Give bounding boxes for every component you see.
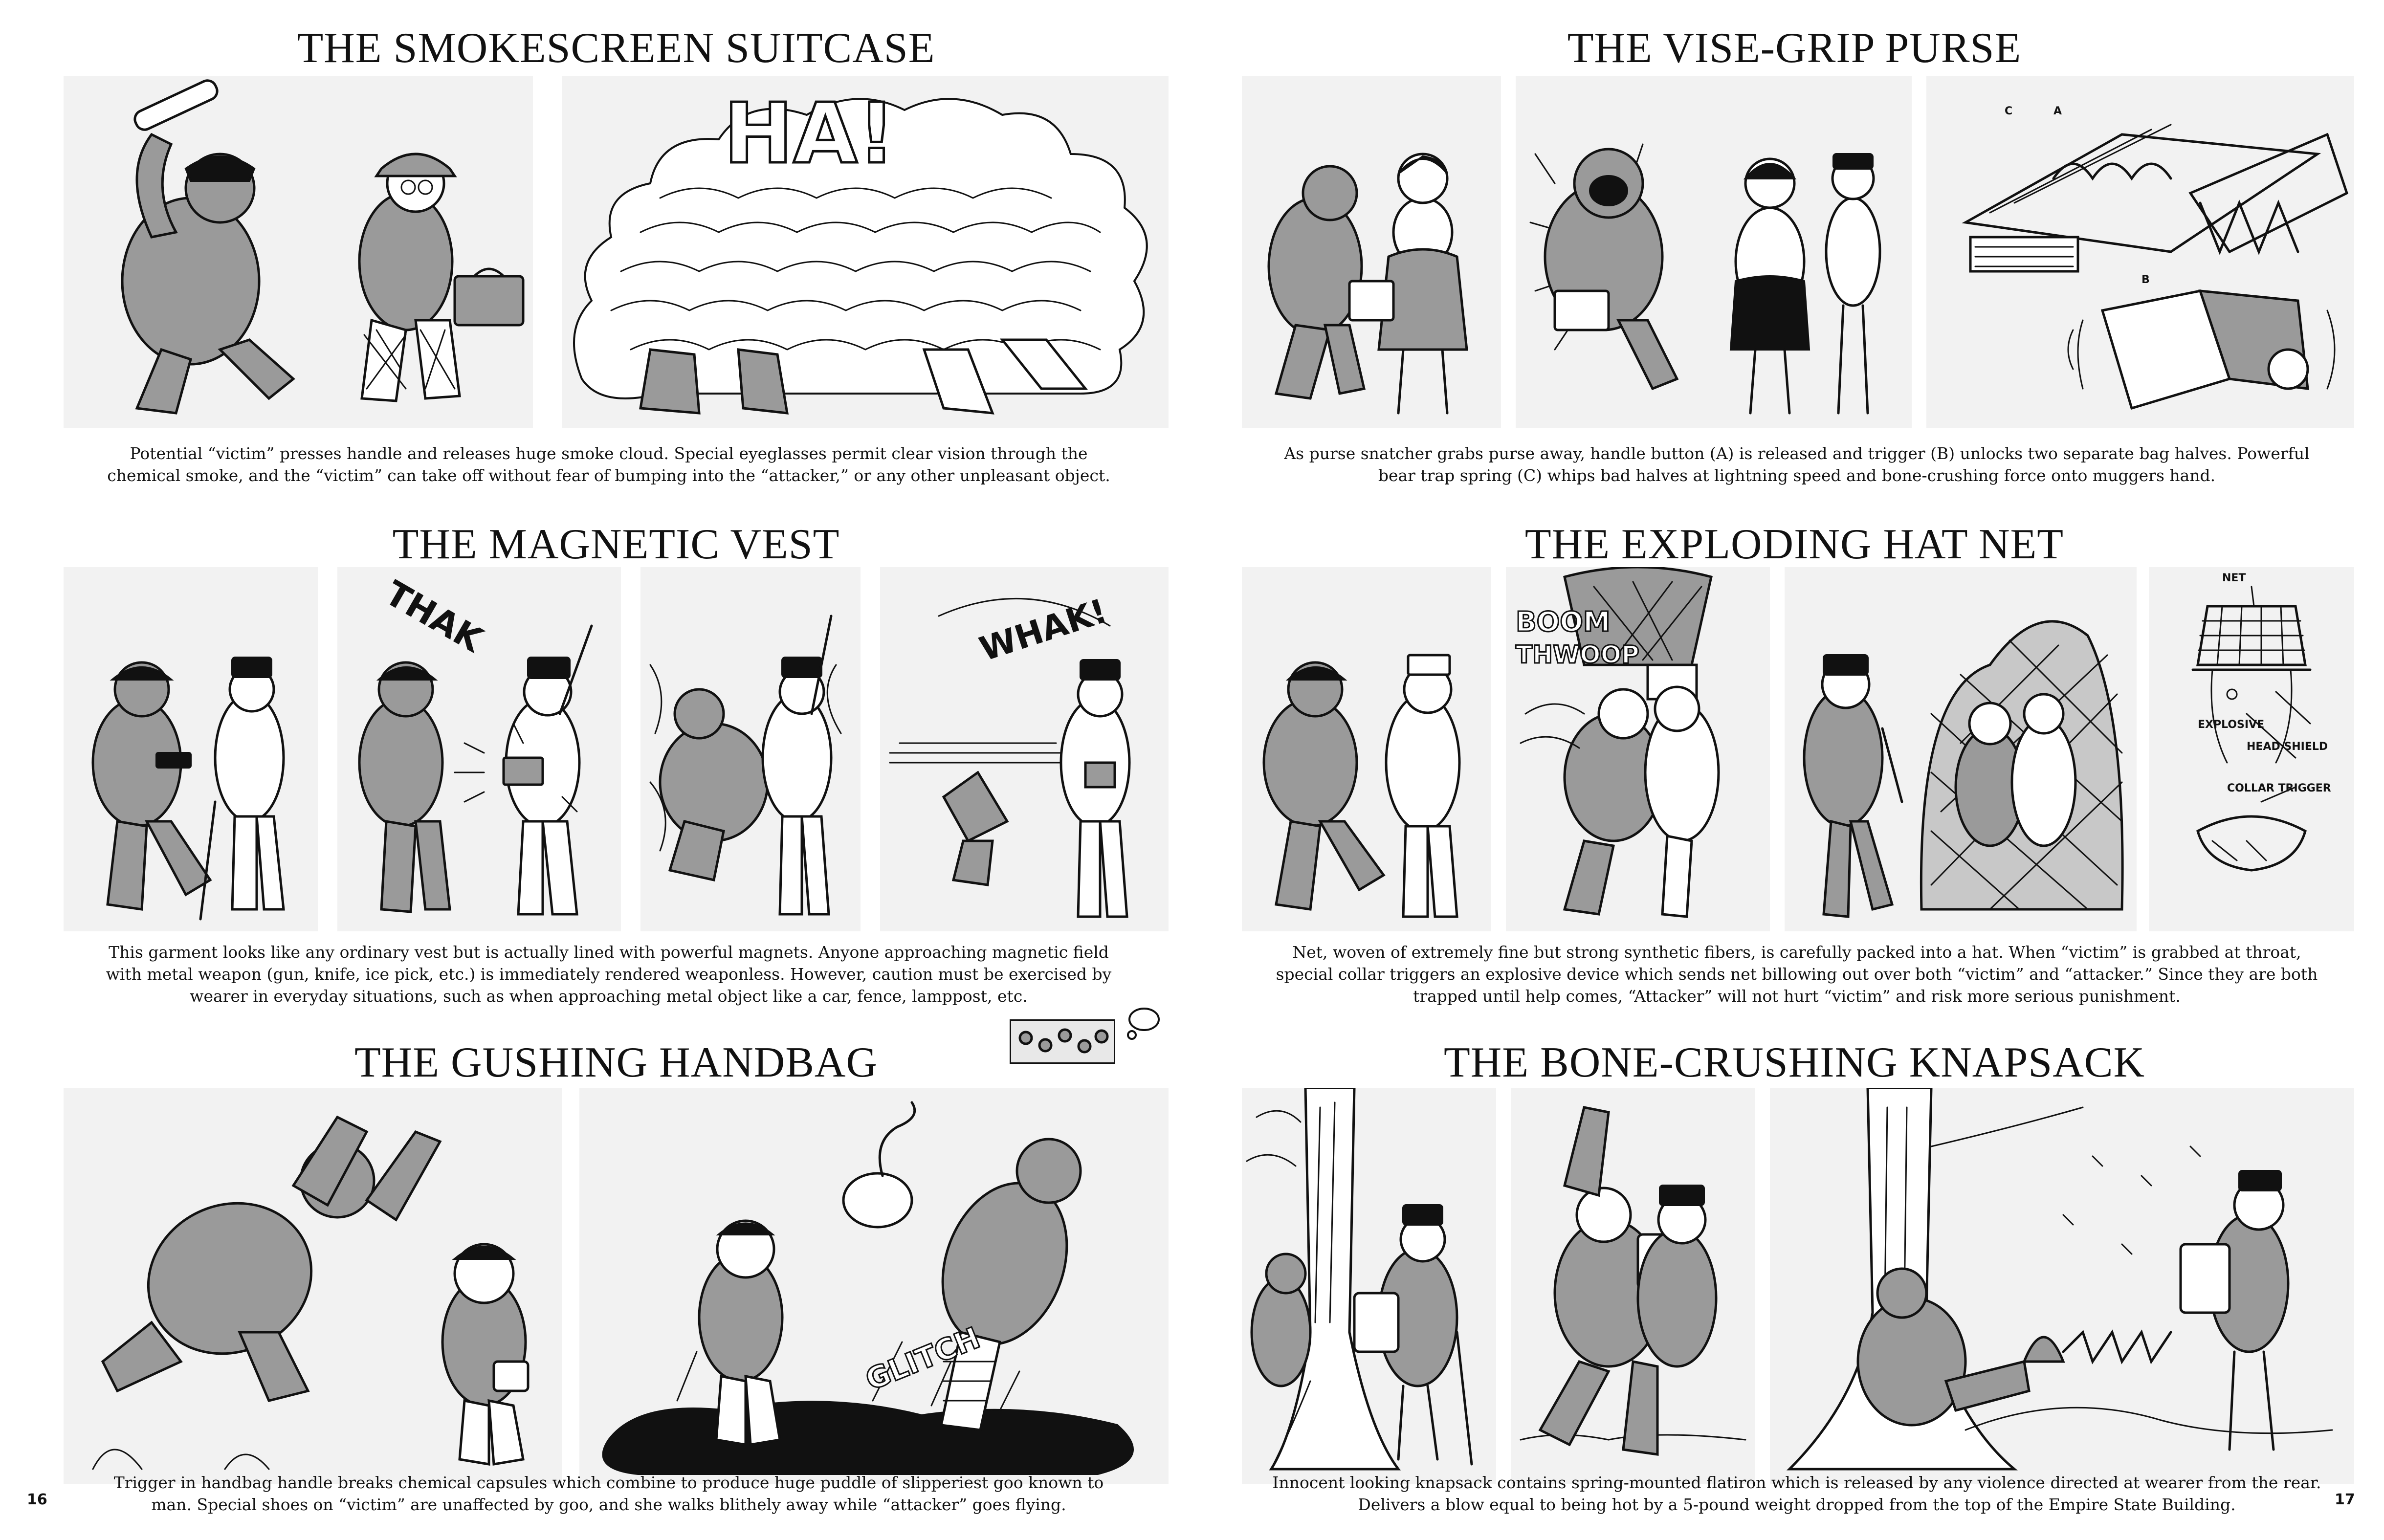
diagram-label-net: NET — [2222, 572, 2246, 584]
hat-net-caption: Net, woven of extremely fine but strong … — [1276, 943, 2318, 1006]
magnetic-title: THE MAGNETIC VEST — [392, 521, 840, 568]
vise-grip-panel-1 — [1242, 76, 1501, 428]
magnetic-panel-1 — [64, 567, 318, 931]
hat-net-thwoop-sfx: THWOOP — [1515, 640, 1640, 670]
knapsack-panel-3 — [1770, 1088, 2354, 1484]
gushing-caption: Trigger in handbag handle breaks chemica… — [113, 1473, 1104, 1514]
vise-grip-panel-2 — [1516, 76, 1912, 428]
knapsack-panel-2 — [1511, 1088, 1755, 1484]
magnetic-panel-4: WHAK! — [880, 567, 1169, 931]
knapsack-panel-1 — [1242, 1088, 1496, 1484]
smoke-ha-sfx: HA! — [722, 85, 896, 184]
hat-net-diagram-panel: NET EXPLOSIVE HEAD SHIELD COLLAR TRIGGER — [2149, 567, 2354, 931]
trap-label-c: C — [2005, 105, 2013, 117]
gushing-panel-1 — [64, 1088, 562, 1484]
diagram-label-collar-trigger: COLLAR TRIGGER — [2227, 782, 2331, 794]
hat-net-panel-2: BOOM THWOOP — [1506, 567, 1770, 931]
gushing-thought-bubble — [1122, 1005, 1161, 1044]
hat-net-panel-3 — [1785, 567, 2137, 931]
hat-net-boom-sfx: BOOM — [1515, 606, 1611, 639]
vise-grip-caption: As purse snatcher grabs purse away, hand… — [1284, 444, 2310, 485]
vise-grip-title: THE VISE-GRIP PURSE — [1567, 24, 2022, 72]
diagram-label-explosive: EXPLOSIVE — [2198, 719, 2265, 731]
trap-label-a: A — [2053, 105, 2062, 117]
diagram-label-head-shield: HEAD SHIELD — [2247, 741, 2328, 753]
gushing-inset-sketch — [1010, 1019, 1115, 1064]
page-number-left: 16 — [27, 1491, 47, 1508]
trap-label-b: B — [2141, 274, 2150, 286]
gushing-panel-2: GLITCH — [579, 1088, 1169, 1484]
smokescreen-panel-1 — [64, 76, 533, 428]
smokescreen-caption: Potential “victim” presses handle and re… — [107, 444, 1110, 485]
hat-net-panel-1 — [1242, 567, 1491, 931]
hat-net-title: THE EXPLODING HAT NET — [1524, 521, 2064, 568]
knapsack-caption: Innocent looking knapsack contains sprin… — [1272, 1473, 2321, 1514]
page-number-right: 17 — [2335, 1491, 2355, 1508]
smokescreen-panel-2: HA! — [562, 76, 1169, 428]
magnetic-caption: This garment looks like any ordinary ves… — [106, 943, 1112, 1006]
magnetic-panel-2: THAK — [337, 567, 621, 931]
gushing-title: THE GUSHING HANDBAG — [354, 1039, 878, 1086]
knapsack-title: THE BONE-CRUSHING KNAPSACK — [1443, 1039, 2145, 1086]
magnetic-panel-3 — [640, 567, 861, 931]
smokescreen-title: THE SMOKESCREEN SUITCASE — [297, 24, 935, 72]
vise-grip-panel-3: A B C — [1926, 76, 2354, 428]
